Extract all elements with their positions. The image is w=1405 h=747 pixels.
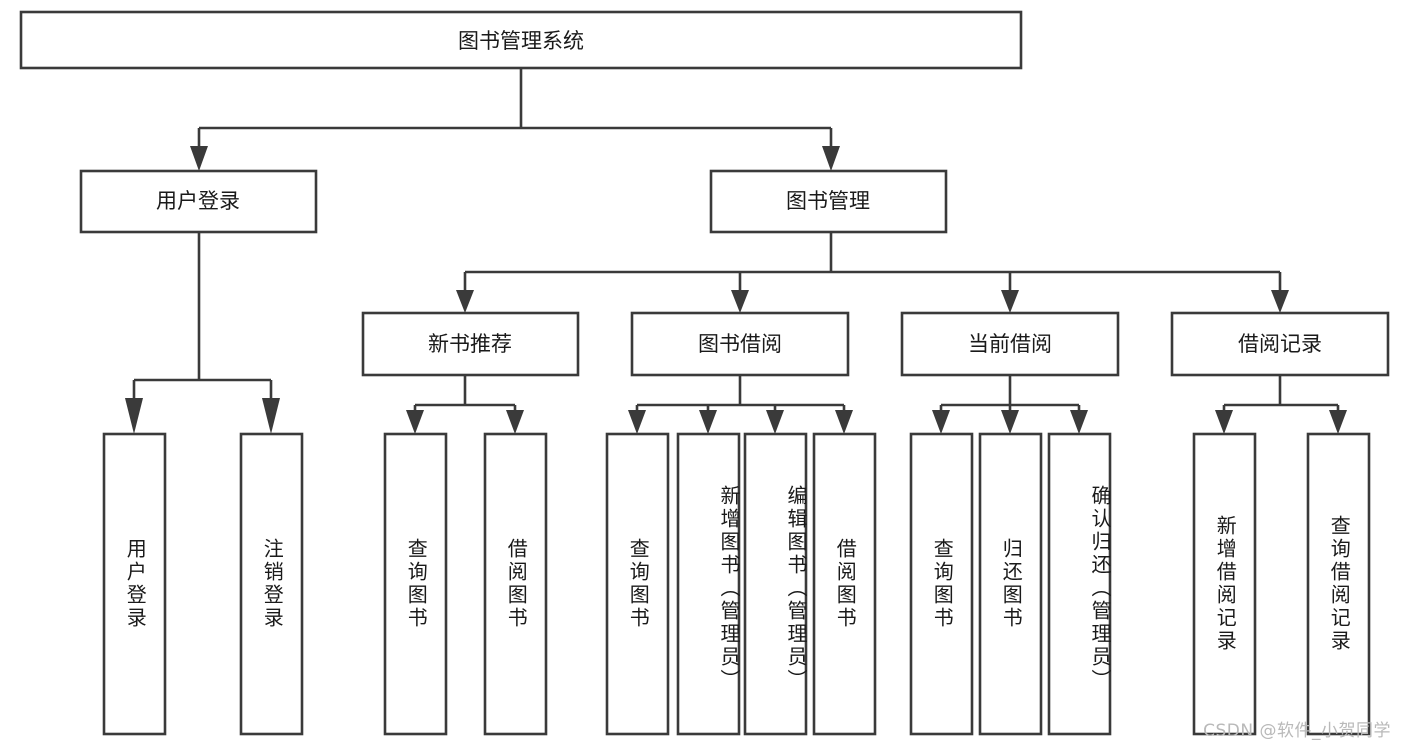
node-book-manage-box[interactable]: [709, 169, 948, 234]
leaf-box-edit-book-admin[interactable]: [743, 432, 808, 736]
arrowhead-cb-leaf2: [1001, 410, 1019, 434]
leaf-box-query-book-3[interactable]: [909, 432, 974, 736]
leaf-box-borrow-book-1[interactable]: [483, 432, 548, 736]
node-borrow-record-label: 借阅记录: [1238, 332, 1322, 356]
arrowhead-bb-leaf4: [835, 410, 853, 434]
node-book-manage-label: 图书管理: [786, 189, 870, 213]
node-current-borrow[interactable]: 当前借阅: [900, 311, 1120, 377]
leaf-boxes-book-borrow: [605, 432, 877, 736]
leaf-boxes-current-borrow: [909, 432, 1112, 736]
leaf-box-query-book-2[interactable]: [605, 432, 670, 736]
node-root[interactable]: 图书管理系统: [19, 10, 1023, 70]
node-user-login-label: 用户登录: [156, 189, 240, 213]
arrowhead-user-login: [190, 146, 208, 171]
node-book-borrow[interactable]: 图书借阅: [630, 311, 850, 377]
arrowhead-cb-leaf3: [1070, 410, 1088, 434]
leaf-box-add-borrow-record[interactable]: [1192, 432, 1257, 736]
node-borrow-record-box[interactable]: [1170, 311, 1390, 377]
node-new-book-recommend-box[interactable]: [361, 311, 580, 377]
node-user-login-box[interactable]: [79, 169, 318, 234]
connectors-current-borrow-to-leaves: [932, 375, 1088, 434]
arrowhead-current-borrow: [1001, 290, 1019, 313]
node-book-borrow-label: 图书借阅: [698, 332, 782, 356]
leaf-box-confirm-return-admin[interactable]: [1047, 432, 1112, 736]
node-new-book-recommend-label: 新书推荐: [428, 332, 512, 356]
leaf-box-return-book[interactable]: [978, 432, 1043, 736]
csdn-watermark: CSDN @软件_小贺同学: [1203, 721, 1391, 741]
arrowhead-cb-leaf1: [932, 410, 950, 434]
connectors-book-borrow-to-leaves: [628, 375, 853, 434]
node-current-borrow-label: 当前借阅: [968, 332, 1052, 356]
leaf-box-user-login[interactable]: [102, 432, 167, 736]
node-root-label: 图书管理系统: [458, 29, 584, 53]
node-user-login[interactable]: 用户登录: [79, 169, 318, 234]
connectors-user-login-to-leaves: [125, 232, 280, 434]
leaf-box-add-book-admin[interactable]: [676, 432, 741, 736]
arrowhead-borrow-record: [1271, 290, 1289, 313]
connectors-new-book-to-leaves: [406, 375, 524, 434]
node-book-manage[interactable]: 图书管理: [709, 169, 948, 234]
leaf-box-query-book-1[interactable]: [383, 432, 448, 736]
node-borrow-record[interactable]: 借阅记录: [1170, 311, 1390, 377]
arrowhead-br-leaf1: [1215, 410, 1233, 434]
node-current-borrow-box[interactable]: [900, 311, 1120, 377]
connectors-root-to-level2: [190, 68, 840, 171]
leaf-boxes-new-book-recommend: [383, 432, 548, 736]
arrowhead-leaf-logout: [262, 398, 280, 434]
arrowhead-bb-leaf1: [628, 410, 646, 434]
leaf-box-logout[interactable]: [239, 432, 304, 736]
arrowhead-newbook-leaf1: [406, 410, 424, 434]
arrowhead-book-manage: [822, 146, 840, 171]
arrowhead-newbook-leaf2: [506, 410, 524, 434]
arrowhead-leaf-user-login: [125, 398, 143, 434]
leaf-box-borrow-book-2[interactable]: [812, 432, 877, 736]
leaf-box-query-borrow-record[interactable]: [1306, 432, 1371, 736]
arrowhead-bb-leaf2: [699, 410, 717, 434]
arrowhead-new-book: [456, 290, 474, 313]
node-new-book-recommend[interactable]: 新书推荐: [361, 311, 580, 377]
arrowhead-bb-leaf3: [766, 410, 784, 434]
arrowhead-book-borrow: [731, 290, 749, 313]
connectors-book-manage-to-level3: [456, 232, 1289, 313]
leaf-boxes-borrow-record: [1192, 432, 1371, 736]
node-book-borrow-box[interactable]: [630, 311, 850, 377]
leaf-boxes-user-login: [102, 432, 304, 736]
node-root-box[interactable]: [19, 10, 1023, 70]
connectors-borrow-record-to-leaves: [1215, 375, 1347, 434]
arrowhead-br-leaf2: [1329, 410, 1347, 434]
